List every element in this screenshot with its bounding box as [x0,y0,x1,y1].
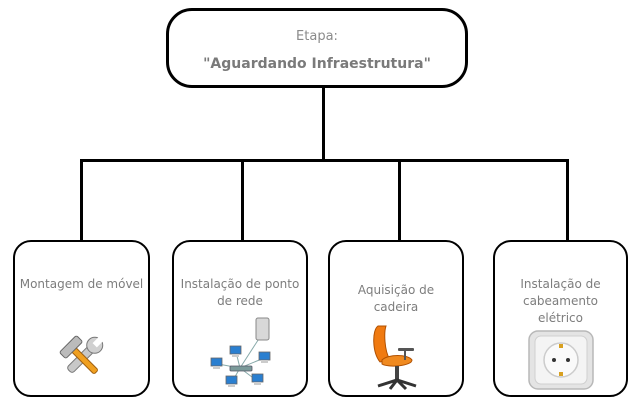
connector-trunk [322,88,325,160]
child-label: Aquisição de cadeira [357,283,435,314]
child-node-furniture-assembly: Montagem de móvel [13,240,150,397]
root-stage-title: "Aguardando Infraestrutura" [203,56,431,72]
tools-icon [57,334,107,382]
root-stage-label: Etapa: [296,29,338,44]
child-label: Montagem de móvel [19,277,144,291]
office-chair-icon [368,322,424,392]
connector-branch-1 [80,159,83,242]
network-icon [206,316,274,392]
child-label: Instalação de ponto de rede [180,277,300,308]
root-node: Etapa: "Aguardando Infraestrutura" [166,8,468,88]
connector-branch-4 [566,160,569,242]
child-node-chair-acquisition: Aquisição de cadeira [328,240,464,397]
connector-branch-2 [241,160,244,242]
child-node-network-point: Instalação de ponto de rede [172,240,308,397]
power-outlet-icon [527,330,594,390]
child-node-electrical-cabling: Instalação de cabeamento elétrico [493,240,628,397]
connector-horizontal [80,159,569,162]
child-label: Instalação de cabeamento elétrico [520,277,601,325]
connector-branch-3 [398,160,401,242]
